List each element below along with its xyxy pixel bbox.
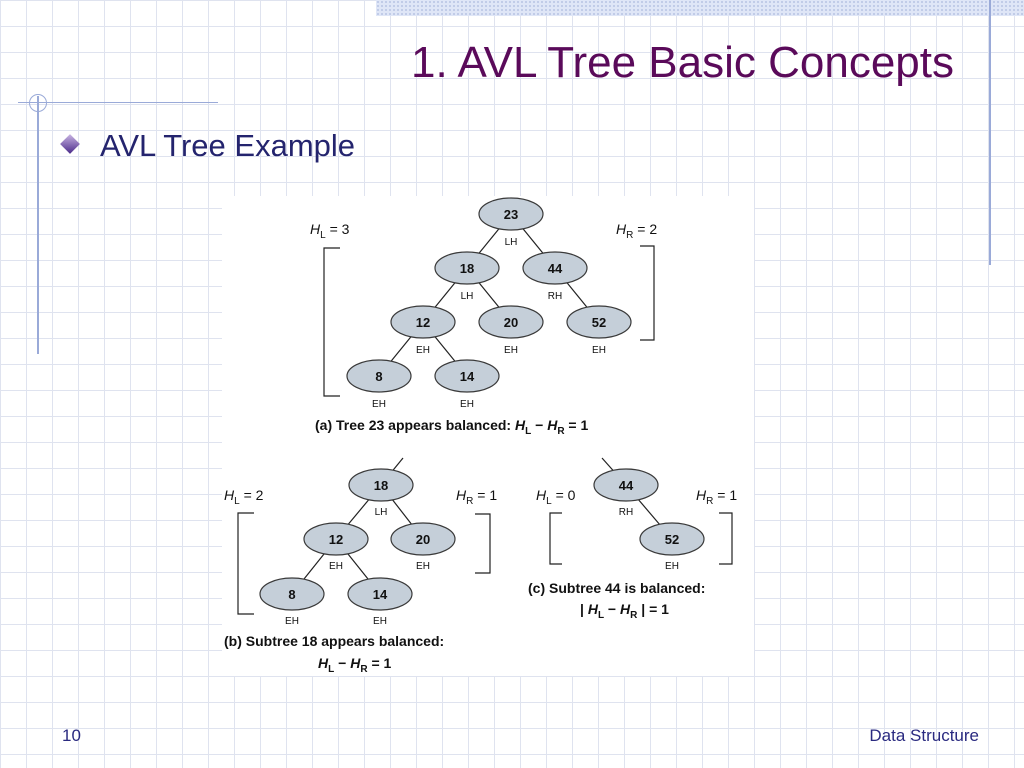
caption-b-line1: (b) Subtree 18 appears balanced:	[224, 633, 444, 649]
right-decorative-line	[989, 0, 991, 265]
svg-text:EH: EH	[372, 399, 386, 410]
tree-node: 23 LH	[478, 197, 544, 248]
left-decorative-line	[37, 96, 39, 354]
svg-text:52: 52	[665, 532, 679, 547]
svg-text:EH: EH	[285, 616, 299, 627]
tree-node: 18 LH	[348, 468, 414, 518]
diamond-bullet-icon	[60, 134, 80, 154]
slide-title: 1. AVL Tree Basic Concepts	[411, 38, 954, 87]
tree-node: 52 EH	[566, 305, 632, 356]
svg-text:RH: RH	[619, 507, 633, 518]
caption-c-line1: (c) Subtree 44 is balanced:	[528, 580, 705, 596]
svg-text:LH: LH	[461, 291, 474, 302]
svg-text:14: 14	[460, 369, 475, 384]
crosshair-ornament	[29, 94, 47, 112]
hl-label-c: HL = 0	[536, 487, 576, 507]
top-decorative-band	[376, 0, 1024, 16]
svg-text:EH: EH	[416, 561, 430, 572]
svg-text:EH: EH	[416, 345, 430, 356]
hr-label-b: HR = 1	[456, 487, 497, 507]
avl-diagram: 23 LH 18 LH 44 RH 12 EH 20 EH 52 EH 8 EH…	[224, 197, 737, 675]
svg-text:14: 14	[373, 587, 388, 602]
tree-node: 8 EH	[259, 577, 325, 627]
page-number: 10	[62, 726, 81, 745]
svg-text:23: 23	[504, 207, 518, 222]
hr-label-a: HR = 2	[616, 221, 657, 241]
svg-text:12: 12	[329, 532, 343, 547]
hr-label-c: HR = 1	[696, 487, 737, 507]
svg-text:44: 44	[619, 478, 634, 493]
svg-text:LH: LH	[505, 237, 518, 248]
bullet-text: AVL Tree Example	[100, 128, 356, 163]
svg-text:18: 18	[374, 478, 388, 493]
svg-text:8: 8	[288, 587, 295, 602]
svg-text:44: 44	[548, 261, 563, 276]
svg-text:12: 12	[416, 315, 430, 330]
tree-node: 14 EH	[347, 577, 413, 627]
tree-node: 14 EH	[434, 359, 500, 410]
caption-a: (a) Tree 23 appears balanced: HL − HR = …	[315, 417, 589, 437]
tree-node: 44 RH	[593, 468, 659, 518]
svg-text:LH: LH	[375, 507, 388, 518]
tree-node: 44 RH	[522, 251, 588, 302]
caption-c-line2: | HL − HR | = 1	[580, 601, 669, 621]
left-decorative-rule	[18, 102, 218, 103]
tree-node: 12 EH	[390, 305, 456, 356]
tree-node: 52 EH	[639, 522, 705, 572]
hl-label-a: HL = 3	[310, 221, 350, 241]
tree-node: 8 EH	[346, 359, 412, 410]
svg-text:EH: EH	[329, 561, 343, 572]
svg-text:8: 8	[375, 369, 382, 384]
caption-b-line2: HL − HR = 1	[318, 655, 392, 675]
svg-text:RH: RH	[548, 291, 562, 302]
tree-node: 20 EH	[390, 522, 456, 572]
svg-text:EH: EH	[460, 399, 474, 410]
svg-text:EH: EH	[373, 616, 387, 627]
svg-text:EH: EH	[504, 345, 518, 356]
tree-node: 18 LH	[434, 251, 500, 302]
svg-text:18: 18	[460, 261, 474, 276]
tree-node: 20 EH	[478, 305, 544, 356]
tree-node: 12 EH	[303, 522, 369, 572]
svg-text:EH: EH	[665, 561, 679, 572]
footer-course-name: Data Structure	[869, 726, 979, 745]
avl-figure: 23 LH 18 LH 44 RH 12 EH 20 EH 52 EH 8 EH…	[222, 196, 754, 676]
svg-text:EH: EH	[592, 345, 606, 356]
svg-text:52: 52	[592, 315, 606, 330]
hl-label-b: HL = 2	[224, 487, 264, 507]
svg-text:20: 20	[504, 315, 518, 330]
svg-text:20: 20	[416, 532, 430, 547]
